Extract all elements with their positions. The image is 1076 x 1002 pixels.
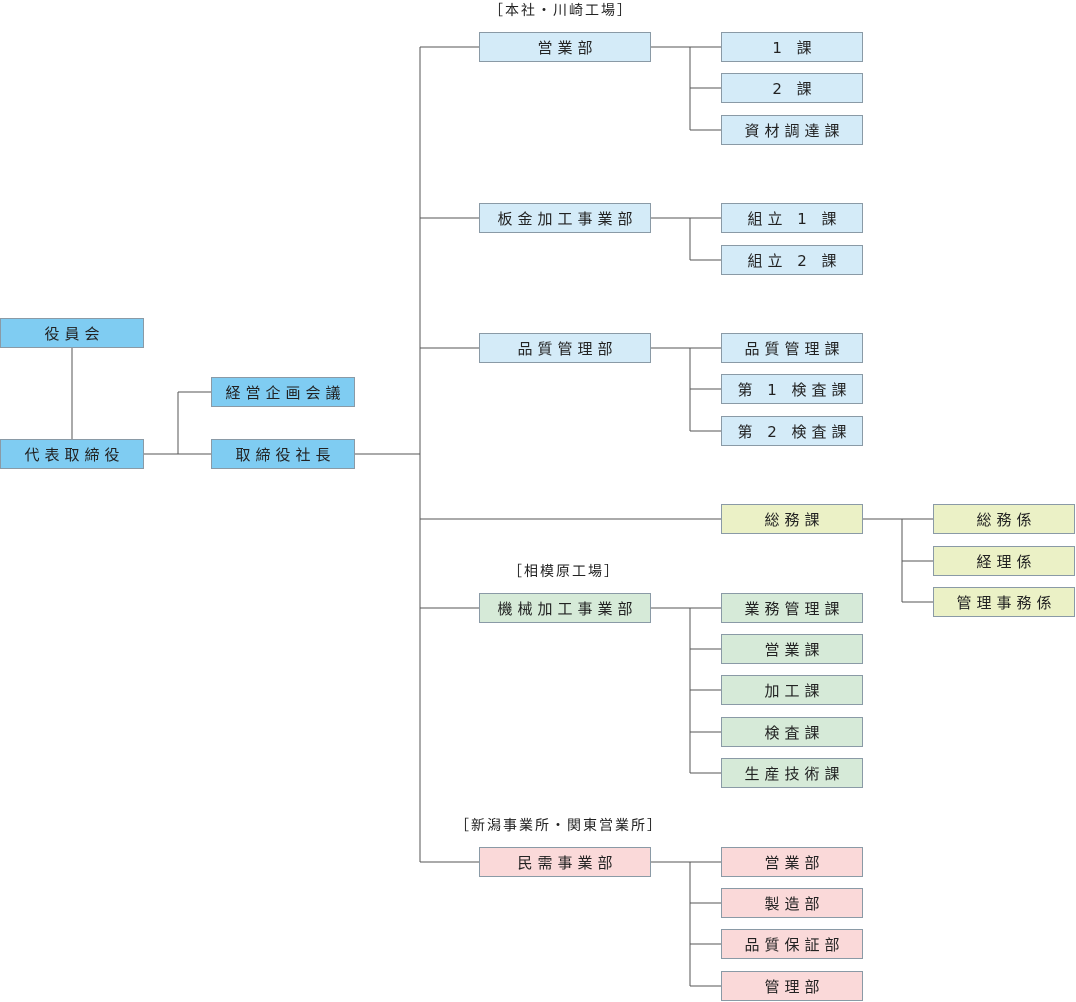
section-label: 営業部 [764, 853, 825, 872]
dept-sales-box: 営業部 [479, 32, 651, 62]
board-label: 役員会 [44, 324, 105, 343]
section-label: 経理係 [976, 552, 1037, 571]
president-label: 取締役社長 [235, 445, 336, 464]
president-box: 取締役社長 [211, 439, 355, 469]
section-box: 経理係 [933, 546, 1075, 576]
section-label: 1 課 [772, 38, 817, 57]
section-box: 品質管理課 [721, 333, 863, 363]
site-label-honsha: ［本社・川崎工場］ [489, 3, 633, 19]
representative-label: 代表取締役 [24, 445, 125, 464]
site-label-sagamihara: ［相模原工場］ [508, 564, 620, 580]
section-box: 資材調達課 [721, 115, 863, 145]
dept-machining-box: 機械加工事業部 [479, 593, 651, 623]
section-box: 営業部 [721, 847, 863, 877]
planning-council-box: 経営企画会議 [211, 377, 355, 407]
dept-quality-box: 品質管理部 [479, 333, 651, 363]
planning-council-label: 経営企画会議 [225, 383, 346, 402]
dept-general-affairs-box: 総務課 [721, 504, 863, 534]
section-box: 営業課 [721, 634, 863, 664]
section-box: 検査課 [721, 717, 863, 747]
section-label: 営業課 [764, 640, 825, 659]
section-box: 品質保証部 [721, 929, 863, 959]
board-box: 役員会 [0, 318, 144, 348]
section-label: 品質保証部 [744, 935, 845, 954]
dept-machining-label: 機械加工事業部 [497, 599, 638, 618]
section-label: 第 2 検査課 [737, 422, 852, 441]
section-box: 生産技術課 [721, 758, 863, 788]
section-box: 加工課 [721, 675, 863, 705]
section-box: 業務管理課 [721, 593, 863, 623]
section-label: 管理事務係 [956, 593, 1057, 612]
section-label: 生産技術課 [744, 764, 845, 783]
section-box: 製造部 [721, 888, 863, 918]
section-label: 組立 2 課 [747, 251, 842, 270]
section-label: 組立 1 課 [747, 209, 842, 228]
section-label: 管理部 [764, 977, 825, 996]
section-label: 第 1 検査課 [737, 380, 852, 399]
section-label: 品質管理課 [744, 339, 845, 358]
section-box: 組立 2 課 [721, 245, 863, 275]
section-label: 加工課 [764, 681, 825, 700]
dept-sheet-metal-box: 板金加工事業部 [479, 203, 651, 233]
section-box: 管理部 [721, 971, 863, 1001]
dept-quality-label: 品質管理部 [517, 339, 618, 358]
section-box: 第 2 検査課 [721, 416, 863, 446]
section-label: 総務係 [976, 510, 1037, 529]
section-label: 検査課 [764, 723, 825, 742]
section-label: 資材調達課 [744, 121, 845, 140]
section-box: 1 課 [721, 32, 863, 62]
section-box: 2 課 [721, 73, 863, 103]
section-box: 組立 1 課 [721, 203, 863, 233]
section-label: 2 課 [772, 79, 817, 98]
site-label-niigata: ［新潟事業所・関東営業所］ [455, 818, 663, 834]
dept-general-affairs-label: 総務課 [764, 510, 825, 529]
section-label: 製造部 [764, 894, 825, 913]
dept-sheet-metal-label: 板金加工事業部 [497, 209, 638, 228]
representative-box: 代表取締役 [0, 439, 144, 469]
section-box: 管理事務係 [933, 587, 1075, 617]
dept-civil-label: 民需事業部 [517, 853, 618, 872]
section-box: 第 1 検査課 [721, 374, 863, 404]
section-label: 業務管理課 [744, 599, 845, 618]
dept-civil-box: 民需事業部 [479, 847, 651, 877]
section-box: 総務係 [933, 504, 1075, 534]
dept-sales-label: 営業部 [537, 38, 598, 57]
